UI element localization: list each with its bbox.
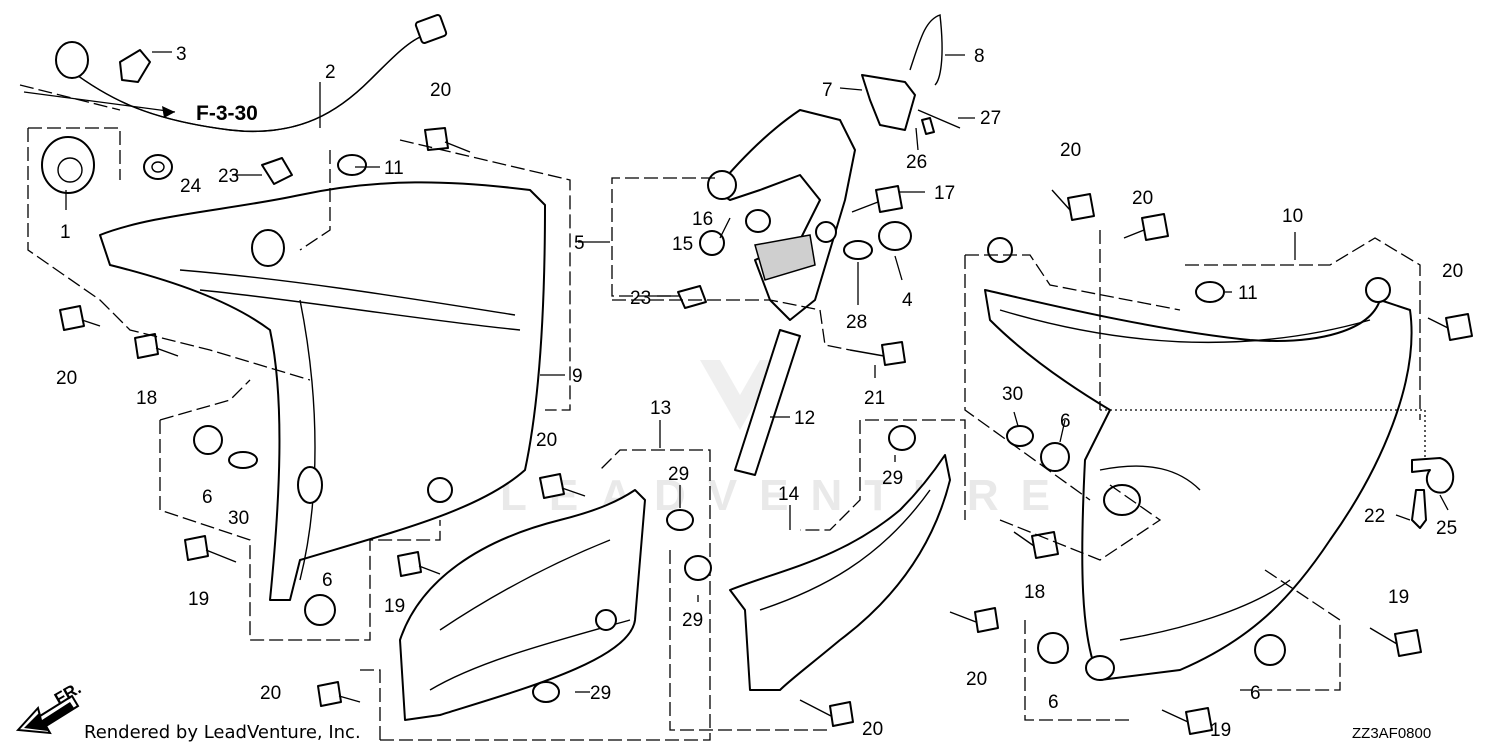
callout-18: 18	[136, 388, 157, 409]
right-cover-assembly	[964, 189, 1473, 735]
callout-20: 20	[1060, 140, 1081, 161]
reference-label: F-3-30	[196, 102, 258, 125]
callout-20: 20	[56, 368, 77, 389]
callout-20: 20	[260, 683, 281, 704]
callout-20: 20	[1442, 261, 1463, 282]
cover-14	[669, 419, 999, 731]
callout-11: 11	[384, 158, 404, 179]
callout-30: 30	[1002, 384, 1023, 405]
callout-8: 8	[974, 46, 985, 67]
callout-29: 29	[590, 683, 611, 704]
callout-3: 3	[176, 44, 187, 65]
callout-23: 23	[218, 166, 239, 187]
callout-20: 20	[1132, 188, 1153, 209]
diagram-code: ZZ3AF0800	[1352, 725, 1431, 742]
callout-24: 24	[180, 176, 202, 197]
center-bracket	[611, 14, 961, 476]
callout-20: 20	[536, 430, 557, 451]
leader-lines	[65, 51, 1449, 693]
callout-11: 11	[1238, 283, 1258, 304]
callout-20: 20	[966, 669, 987, 690]
reference-link: F-3-30	[23, 91, 258, 125]
callout-29: 29	[668, 464, 689, 485]
callout-29: 29	[682, 610, 703, 631]
left-cover-assembly	[19, 14, 571, 641]
callout-6: 6	[1060, 411, 1071, 432]
front-direction-indicator: FR.	[15, 679, 84, 735]
callout-14: 14	[778, 484, 800, 505]
callout-13: 13	[650, 398, 671, 419]
callout-25: 25	[1436, 518, 1457, 539]
callout-19: 19	[188, 589, 209, 610]
callout-9: 9	[572, 366, 583, 387]
callout-4: 4	[902, 290, 913, 311]
callout-5: 5	[574, 233, 585, 254]
callout-23: 23	[630, 288, 651, 309]
cover-13	[317, 449, 711, 741]
callout-26: 26	[906, 152, 927, 173]
front-label: FR.	[51, 679, 84, 709]
callout-10: 10	[1282, 206, 1303, 227]
callout-17: 17	[934, 183, 955, 204]
callout-27: 27	[980, 108, 1001, 129]
callout-22: 22	[1364, 506, 1385, 527]
callout-15: 15	[672, 234, 693, 255]
callout-20: 20	[862, 719, 883, 740]
callout-7: 7	[822, 80, 833, 101]
callout-18: 18	[1024, 582, 1045, 603]
callout-1: 1	[60, 222, 71, 243]
callout-28: 28	[846, 312, 867, 333]
callout-6: 6	[322, 570, 333, 591]
callout-21: 21	[864, 388, 885, 409]
callout-30: 30	[228, 508, 249, 529]
callout-20: 20	[430, 80, 451, 101]
callout-19: 19	[1388, 587, 1409, 608]
bolt-20-top	[424, 127, 471, 153]
callout-6: 6	[1048, 692, 1059, 713]
callout-2: 2	[325, 62, 336, 83]
callout-6: 6	[1250, 683, 1261, 704]
callout-labels: 1 2 3 4 5 6 7 8 9 10 11 12 13 14 15 16 1…	[56, 44, 1463, 741]
callout-12: 12	[794, 408, 815, 429]
callout-19: 19	[1210, 720, 1231, 741]
callout-29: 29	[882, 468, 903, 489]
callout-19: 19	[384, 596, 405, 617]
callout-16: 16	[692, 209, 713, 230]
credit-text: Rendered by LeadVenture, Inc.	[84, 722, 361, 743]
callout-6: 6	[202, 487, 213, 508]
